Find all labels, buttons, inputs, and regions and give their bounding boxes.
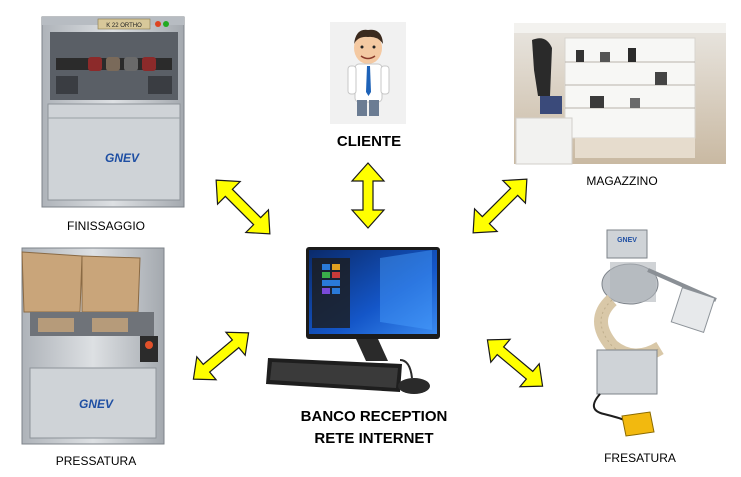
finissaggio-logo: GNEV xyxy=(105,151,140,165)
center-label-line1: BANCO RECEPTION xyxy=(300,408,448,425)
finissaggio-machine-image: K 22 ORTHO GNEV xyxy=(41,16,185,208)
arrow-cliente-computer xyxy=(350,162,386,229)
arrow-magazzino-computer xyxy=(472,178,528,234)
arrow-pressatura-computer xyxy=(192,331,250,381)
pressatura-label: PRESSATURA xyxy=(55,454,137,468)
fresatura-machine-image: GNEV xyxy=(593,229,717,437)
pressatura-logo: GNEV xyxy=(79,397,114,411)
fresatura-logo: GNEV xyxy=(617,237,637,244)
center-label-line2: RETE INTERNET xyxy=(314,430,434,447)
arrow-fresatura-computer xyxy=(486,338,544,388)
cliente-label: CLIENTE xyxy=(336,133,402,150)
finissaggio-panel-text: K 22 ORTHO xyxy=(106,23,142,29)
arrow-finissaggio-computer xyxy=(215,179,271,235)
finissaggio-label: FINISSAGGIO xyxy=(66,219,145,233)
magazzino-shop-image xyxy=(514,23,726,165)
pressatura-machine-image: GNEV xyxy=(21,247,165,445)
cliente-avatar-image xyxy=(330,22,406,124)
fresatura-label: FRESATURA xyxy=(604,451,676,465)
reception-computer-image xyxy=(266,247,440,394)
magazzino-label: MAGAZZINO xyxy=(586,174,658,188)
